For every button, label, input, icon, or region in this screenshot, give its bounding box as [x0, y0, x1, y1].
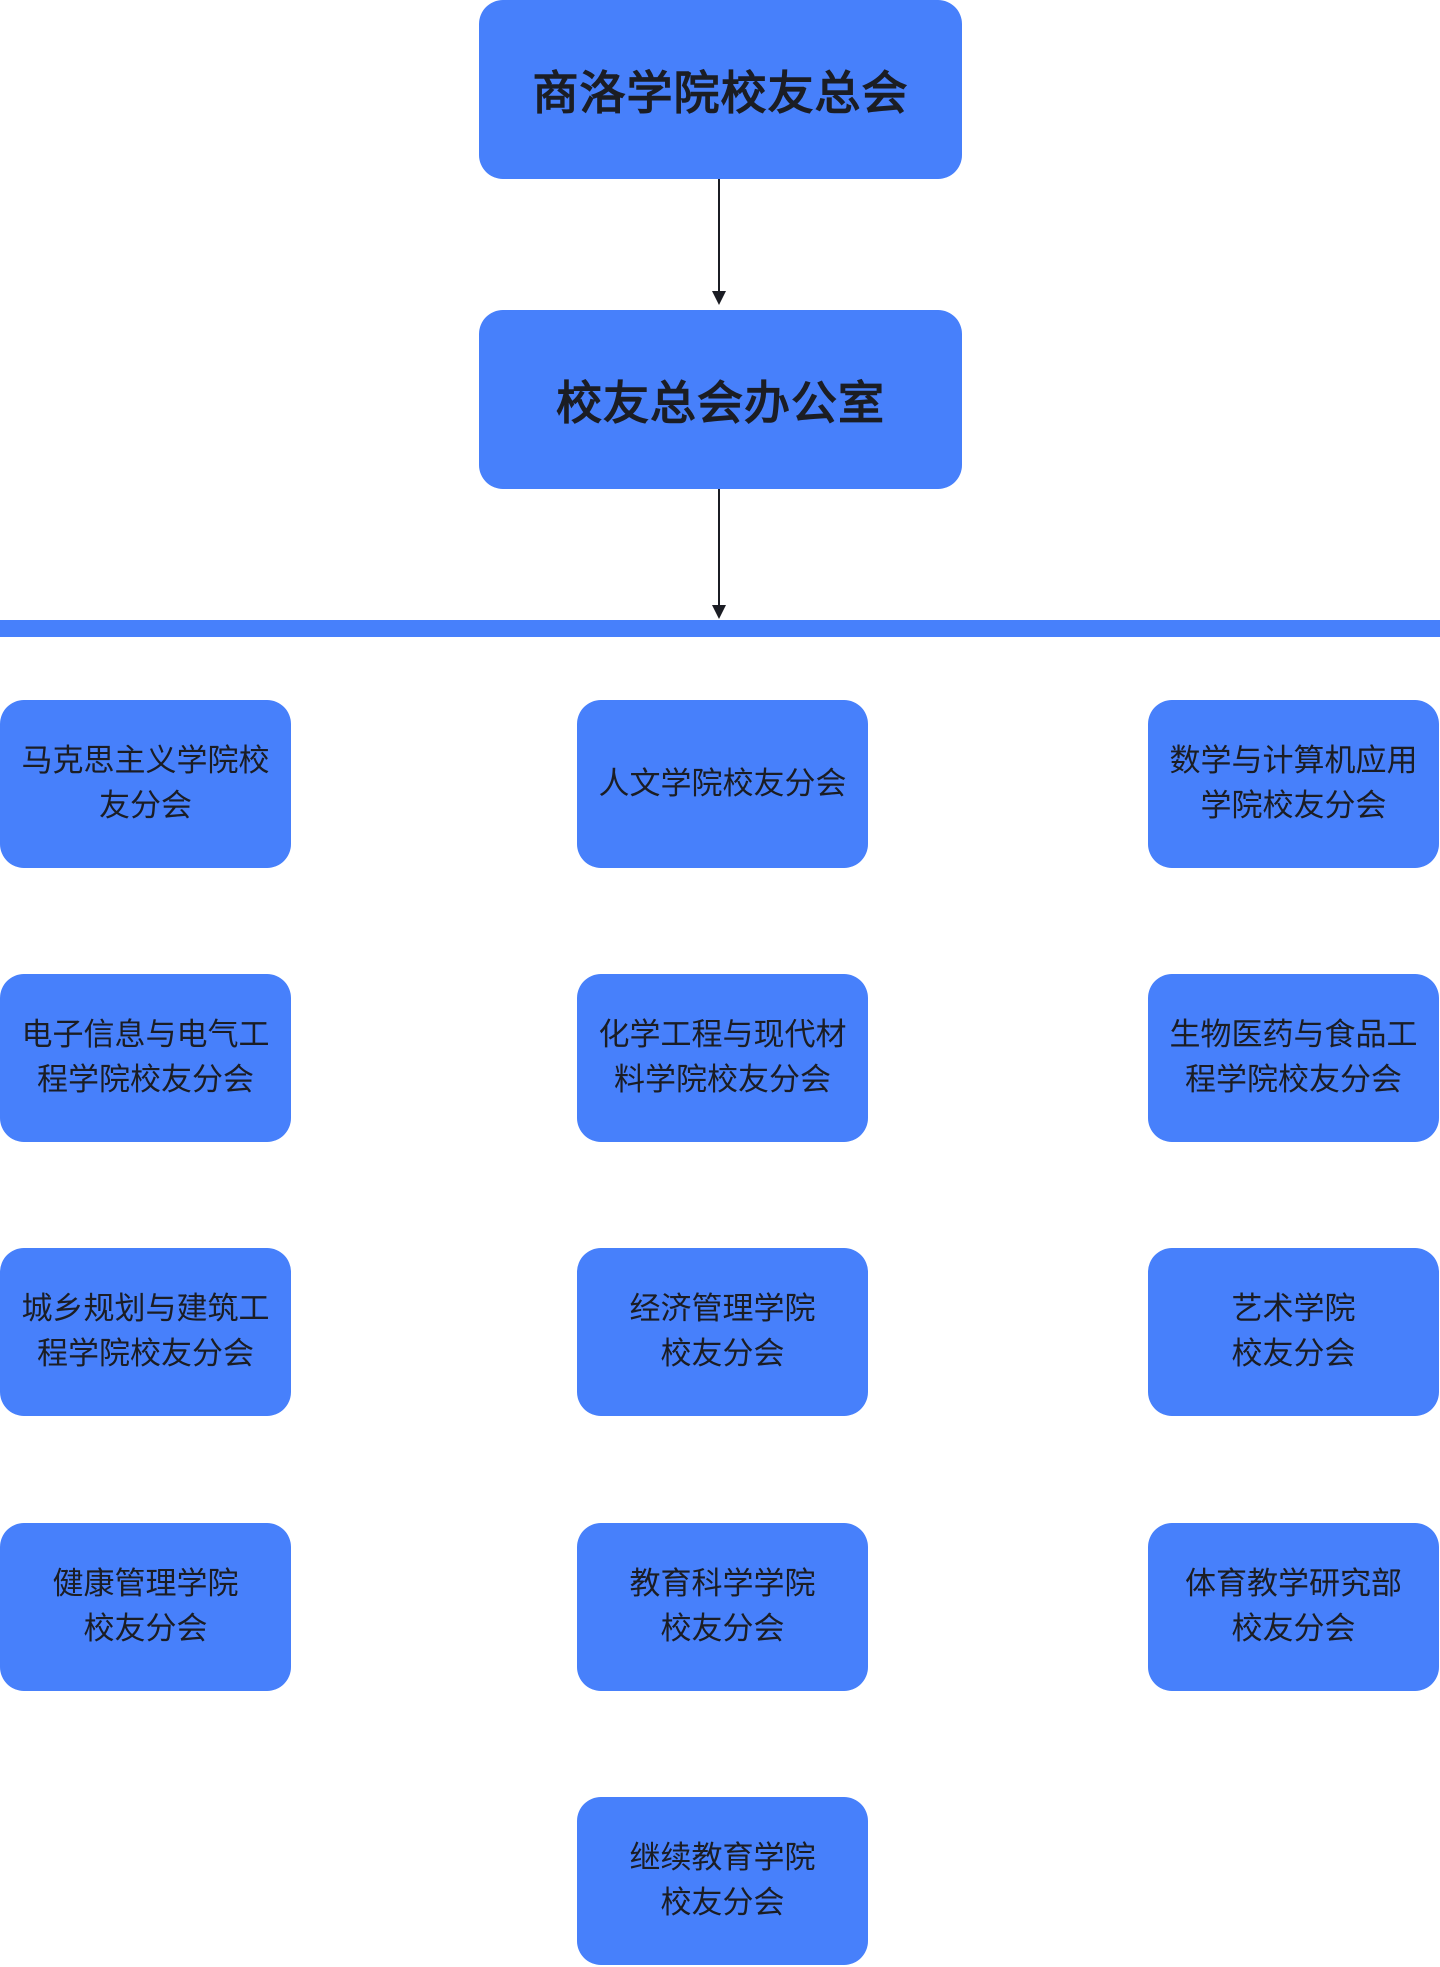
branch-label: 经济管理学院 校友分会: [629, 1291, 816, 1372]
branch-node: 教育科学学院 校友分会: [577, 1523, 868, 1691]
office-label: 校友总会办公室: [556, 375, 885, 430]
branch-label: 体育教学研究部 校友分会: [1185, 1566, 1402, 1647]
branch-node: 艺术学院 校友分会: [1148, 1248, 1439, 1416]
branch-label: 教育科学学院 校友分会: [629, 1566, 816, 1647]
arrowhead-bus: [712, 605, 726, 619]
branch-node: 人文学院校友分会: [577, 700, 868, 868]
branch-node: 马克思主义学院校 友分会: [0, 700, 291, 868]
branch-label: 化学工程与现代材 料学院校友分会: [598, 1017, 847, 1098]
branch-node: 健康管理学院 校友分会: [0, 1523, 291, 1691]
connector-line-root-office: [718, 179, 720, 292]
branch-node: 电子信息与电气工 程学院校友分会: [0, 974, 291, 1142]
branch-node: 体育教学研究部 校友分会: [1148, 1523, 1439, 1691]
distribution-bar: [0, 620, 1440, 637]
branch-label: 健康管理学院 校友分会: [52, 1566, 239, 1647]
branch-label: 电子信息与电气工 程学院校友分会: [21, 1017, 270, 1098]
office-node: 校友总会办公室: [479, 310, 962, 489]
branch-label: 城乡规划与建筑工 程学院校友分会: [21, 1291, 270, 1372]
branch-label: 马克思主义学院校 友分会: [21, 743, 270, 824]
branch-node: 化学工程与现代材 料学院校友分会: [577, 974, 868, 1142]
branch-node: 继续教育学院 校友分会: [577, 1797, 868, 1965]
branch-node: 城乡规划与建筑工 程学院校友分会: [0, 1248, 291, 1416]
branch-node: 经济管理学院 校友分会: [577, 1248, 868, 1416]
arrowhead-office: [712, 291, 726, 305]
branch-node: 数学与计算机应用 学院校友分会: [1148, 700, 1439, 868]
branch-label: 继续教育学院 校友分会: [629, 1840, 816, 1921]
branch-label: 数学与计算机应用 学院校友分会: [1169, 743, 1418, 824]
branch-label: 生物医药与食品工 程学院校友分会: [1169, 1017, 1418, 1098]
branch-node: 生物医药与食品工 程学院校友分会: [1148, 974, 1439, 1142]
root-label: 商洛学院校友总会: [532, 65, 909, 120]
branch-label: 艺术学院 校友分会: [1231, 1291, 1356, 1372]
root-node: 商洛学院校友总会: [479, 0, 962, 179]
branch-label: 人文学院校友分会: [598, 765, 847, 802]
connector-line-office-bus: [718, 489, 720, 605]
